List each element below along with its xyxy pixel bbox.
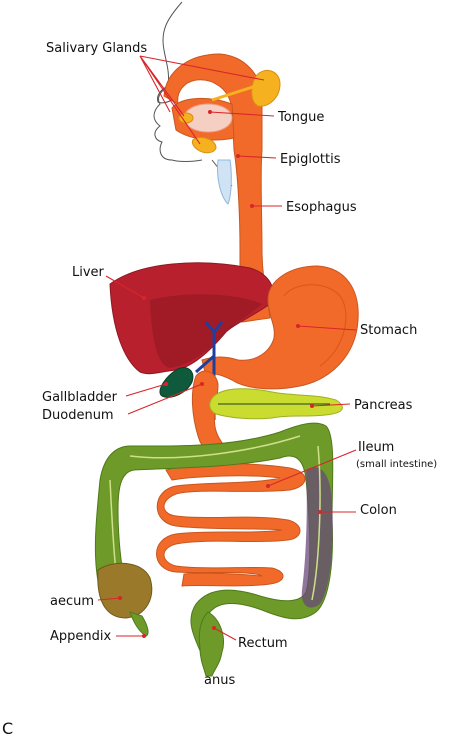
leader-liver (105, 275, 145, 299)
label-anus: anus (204, 673, 235, 688)
small-intestine-shape (156, 463, 306, 587)
dot-tongue (208, 110, 212, 114)
dot-esophagus (250, 204, 254, 208)
salivary-gland-sublingual (178, 112, 194, 124)
leader-pancreas (311, 403, 351, 407)
rectum-shape (198, 611, 224, 677)
label-pancreas: Pancreas (354, 398, 413, 413)
dot-epiglottis (236, 154, 240, 158)
stomach-inner-line (283, 284, 347, 367)
dot-liver (142, 296, 146, 300)
label-liver: Liver (72, 265, 105, 280)
liver-shadow (150, 294, 262, 368)
label-stomach: Stomach (360, 323, 417, 338)
leader-ileum (267, 449, 357, 487)
esophagus-tube (163, 53, 271, 323)
label-ileum-note: (small intestine) (356, 459, 437, 470)
label-salivary-glands: Salivary Glands (46, 41, 147, 56)
leader-salivary-glands (139, 55, 265, 145)
label-ileum: Ileum (358, 440, 394, 455)
label-appendix: Appendix (50, 629, 111, 644)
stomach-shape (201, 265, 359, 390)
appendix-shape (129, 611, 149, 637)
label-esophagus: Esophagus (286, 200, 357, 215)
dot-duodenum (200, 382, 204, 386)
parotid-duct (211, 84, 257, 102)
epiglottis-shape (217, 159, 232, 205)
label-rectum: Rectum (238, 636, 288, 651)
dot-rectum (212, 626, 216, 630)
salivary-gland-parotid (251, 69, 281, 107)
label-duodenum: Duodenum (42, 408, 114, 423)
panel-letter: C (2, 719, 13, 738)
leader-duodenum (127, 383, 203, 415)
gallbladder-shape (159, 367, 194, 398)
label-caecum: aecum (50, 594, 94, 609)
leader-epiglottis (237, 155, 277, 159)
label-epiglottis: Epiglottis (280, 152, 341, 167)
nose-outline (157, 85, 173, 104)
dot-pancreas (310, 404, 314, 408)
caecum-shape (97, 562, 153, 619)
dot-caecum (118, 596, 122, 600)
leader-gallbladder (125, 383, 167, 397)
colon-descending-shade (301, 467, 333, 608)
dot-stomach (296, 324, 300, 328)
leader-rectum (213, 627, 237, 641)
label-colon: Colon (360, 503, 397, 518)
leader-tongue (209, 111, 275, 117)
dot-colon (318, 510, 322, 514)
dot-ileum (266, 484, 270, 488)
dot-appendix (142, 634, 146, 638)
label-gallbladder: Gallbladder (42, 390, 118, 405)
leader-caecum (97, 597, 121, 601)
leader-stomach (297, 325, 357, 331)
label-tongue: Tongue (277, 110, 324, 125)
dot-gallbladder (164, 382, 168, 386)
